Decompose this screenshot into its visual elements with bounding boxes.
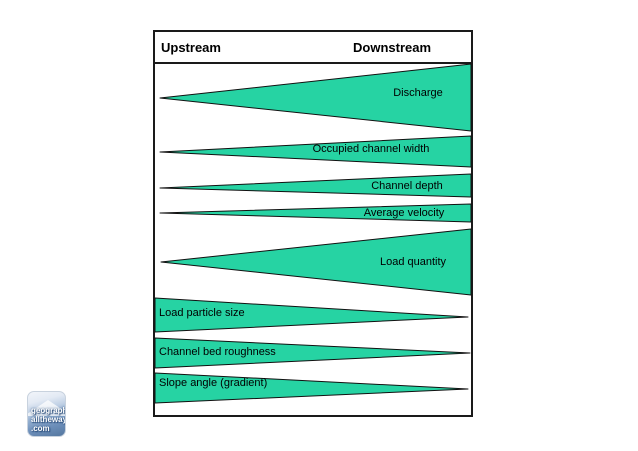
downstream-label: Downstream xyxy=(353,40,432,55)
wedge-label-discharge: Discharge xyxy=(393,87,443,99)
wedge-label-average-velocity: Average velocity xyxy=(363,207,445,219)
wedge-label-slope-angle: Slope angle (gradient) xyxy=(159,377,268,389)
logo-line-1: geography xyxy=(31,406,65,415)
logo-geographyalltheway: geography alltheway .com xyxy=(27,391,66,437)
diagram-header: Upstream Downstream xyxy=(155,32,471,64)
wedge-label-channel-depth: Channel depth xyxy=(371,180,443,192)
wedge-label-occupied-channel-width: Occupied channel width xyxy=(312,143,430,155)
upstream-label: Upstream xyxy=(161,40,221,55)
wedge-label-load-particle-size: Load particle size xyxy=(159,307,245,319)
logo-line-3: .com xyxy=(31,424,50,433)
logo-line-2: alltheway xyxy=(31,415,66,424)
wedge-label-load-quantity: Load quantity xyxy=(379,256,447,268)
logo-text: geography alltheway .com xyxy=(31,406,66,433)
mountain-icon xyxy=(28,400,65,416)
wedge-label-channel-bed-roughness: Channel bed roughness xyxy=(159,346,276,358)
